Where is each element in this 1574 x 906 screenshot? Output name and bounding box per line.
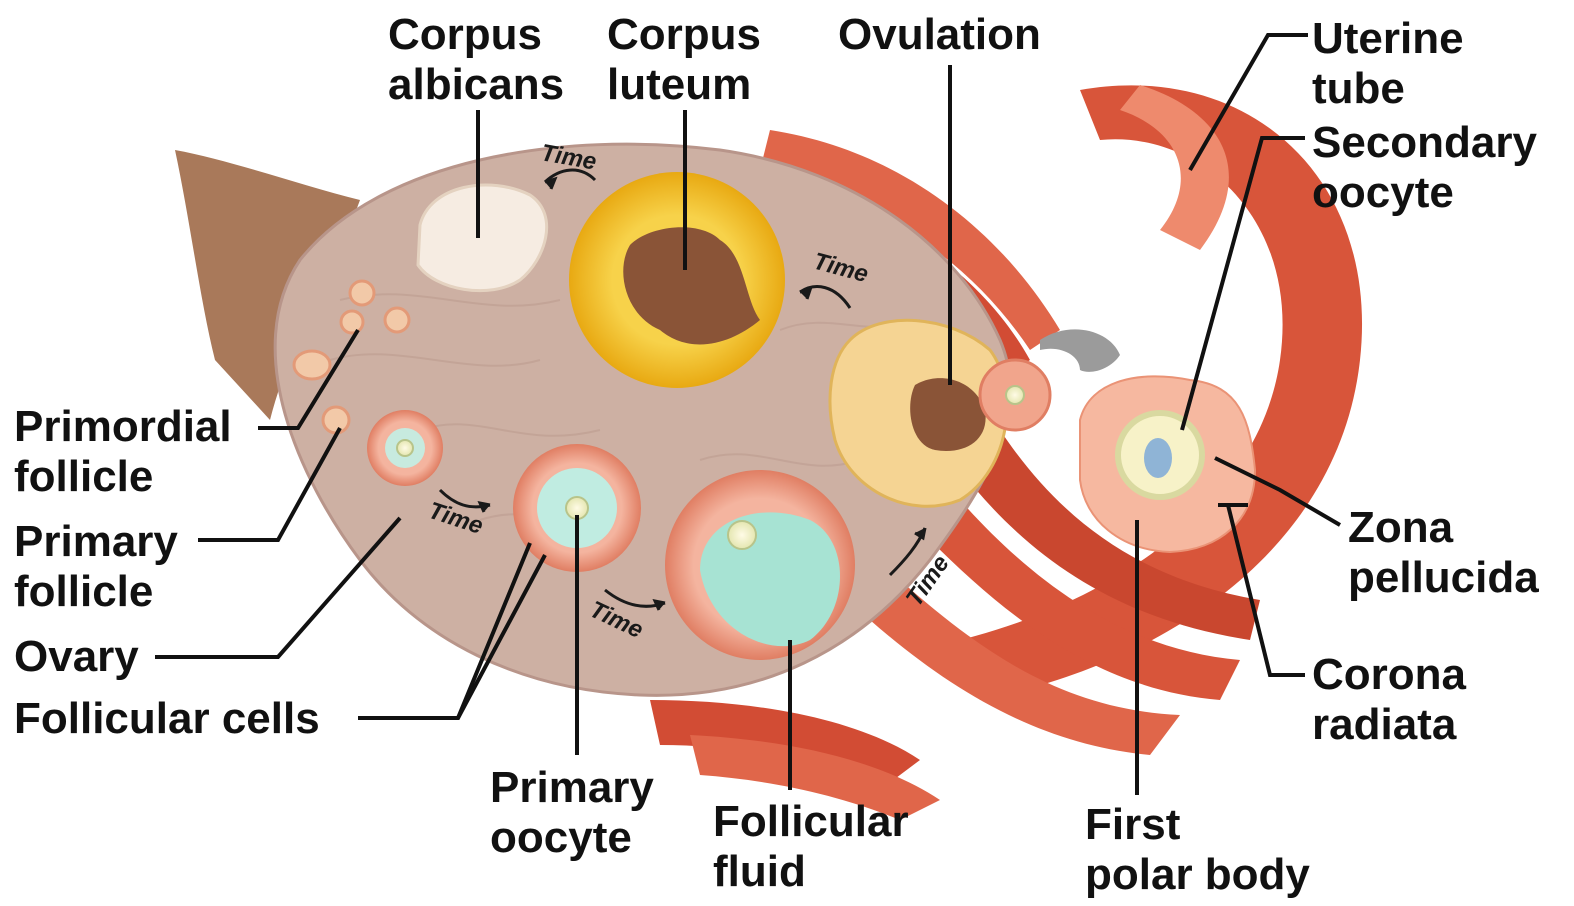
corpus-albicans (418, 185, 547, 291)
label-follicular-cells: Follicular cells (14, 694, 320, 744)
label-ovary: Ovary (14, 632, 139, 682)
secondary-oocyte-nucleus (1144, 438, 1172, 478)
label-ovulation: Ovulation (838, 10, 1041, 60)
fimbria-attachment (1040, 329, 1120, 372)
